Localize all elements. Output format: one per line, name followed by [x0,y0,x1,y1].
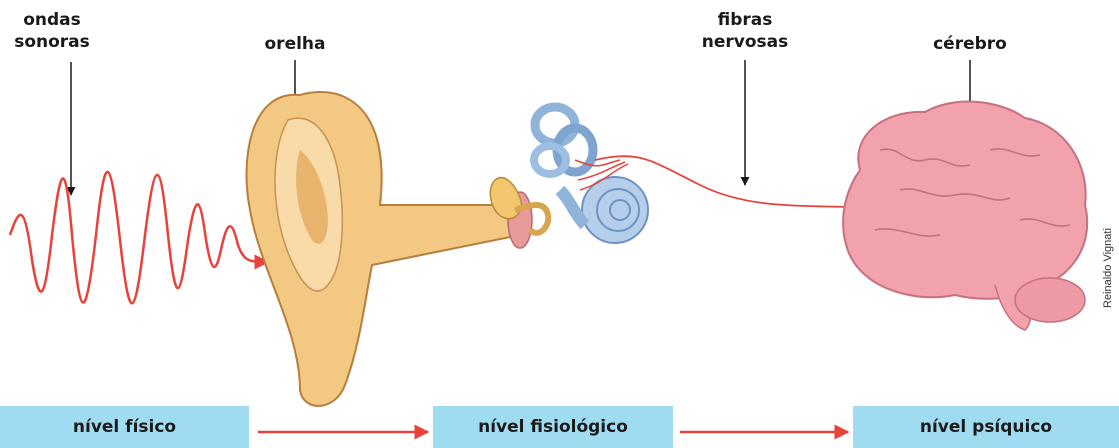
sound-wave [10,172,268,303]
credit-text: Reinaldo Vignati [1102,228,1114,308]
credit: Reinaldo Vignati [1100,160,1114,310]
brain-label: cérebro [915,33,1025,55]
ear-label: orelha [250,33,340,55]
ear-illustration [247,92,532,406]
level-physical-box: nível físico [0,406,249,448]
level-physiological-label: nível fisiológico [478,417,628,437]
nerve-fibers-label: fibras nervosas [690,9,800,53]
level-psychic-label: nível psíquico [920,417,1052,437]
level-physiological-box: nível fisiológico [433,406,673,448]
level-psychic-box: nível psíquico [853,406,1119,448]
sound-waves-label: ondas sonoras [2,9,102,53]
inner-ear-illustration [534,107,648,243]
level-physical-label: nível físico [73,417,176,437]
brain-illustration [843,102,1087,330]
